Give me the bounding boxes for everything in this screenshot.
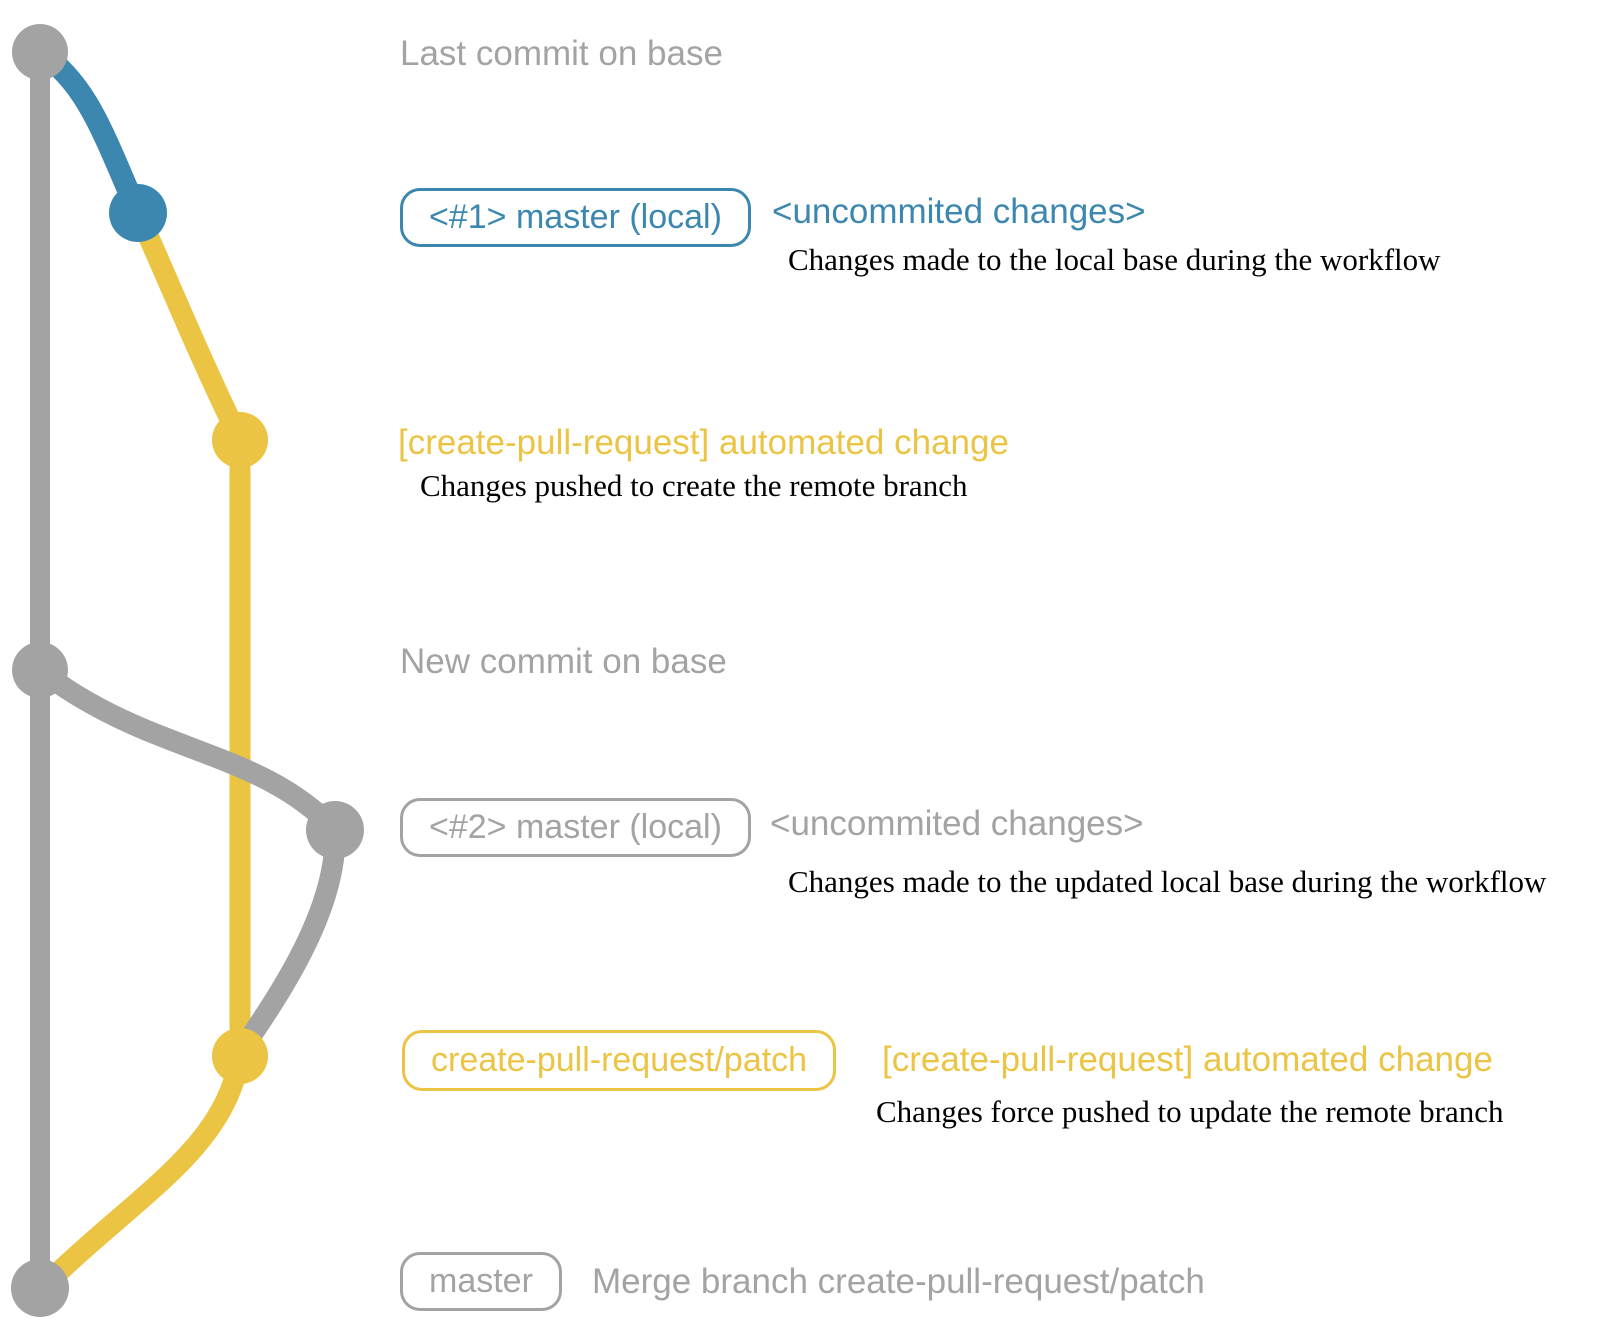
badge-patch-branch: create-pull-request/patch xyxy=(402,1030,837,1091)
uncommited-changes-1-title: <uncommited changes> xyxy=(772,192,1146,231)
commit-dot-base-new xyxy=(12,642,68,698)
badge-master-local-1: <#1> master (local) xyxy=(400,188,751,247)
badge-master: master xyxy=(400,1252,562,1311)
commit-dot-merge xyxy=(11,1259,69,1317)
second-local-branch-line xyxy=(29,659,346,1059)
uncommited-changes-2-description: Changes made to the updated local base d… xyxy=(788,864,1547,899)
automated-change-2-description: Changes force pushed to update the remot… xyxy=(876,1094,1504,1129)
commit-dot-base-last xyxy=(12,24,68,80)
new-commit-label: New commit on base xyxy=(400,642,727,681)
uncommited-changes-1-description: Changes made to the local base during th… xyxy=(788,242,1441,277)
merge-commit-title: Merge branch create-pull-request/patch xyxy=(592,1262,1205,1301)
commit-dot-local-2 xyxy=(306,801,364,859)
last-commit-label: Last commit on base xyxy=(400,34,723,73)
automated-change-2-title: [create-pull-request] automated change xyxy=(882,1040,1493,1079)
automated-change-1-title: [create-pull-request] automated change xyxy=(398,423,1009,462)
automated-change-1-description: Changes pushed to create the remote bran… xyxy=(420,468,968,503)
commit-dot-patch-1 xyxy=(212,412,268,468)
commit-dot-local-1 xyxy=(109,184,167,242)
badge-master-local-2: <#2> master (local) xyxy=(400,798,751,857)
commit-dot-patch-2 xyxy=(212,1028,268,1084)
uncommited-changes-2-title: <uncommited changes> xyxy=(770,804,1144,843)
